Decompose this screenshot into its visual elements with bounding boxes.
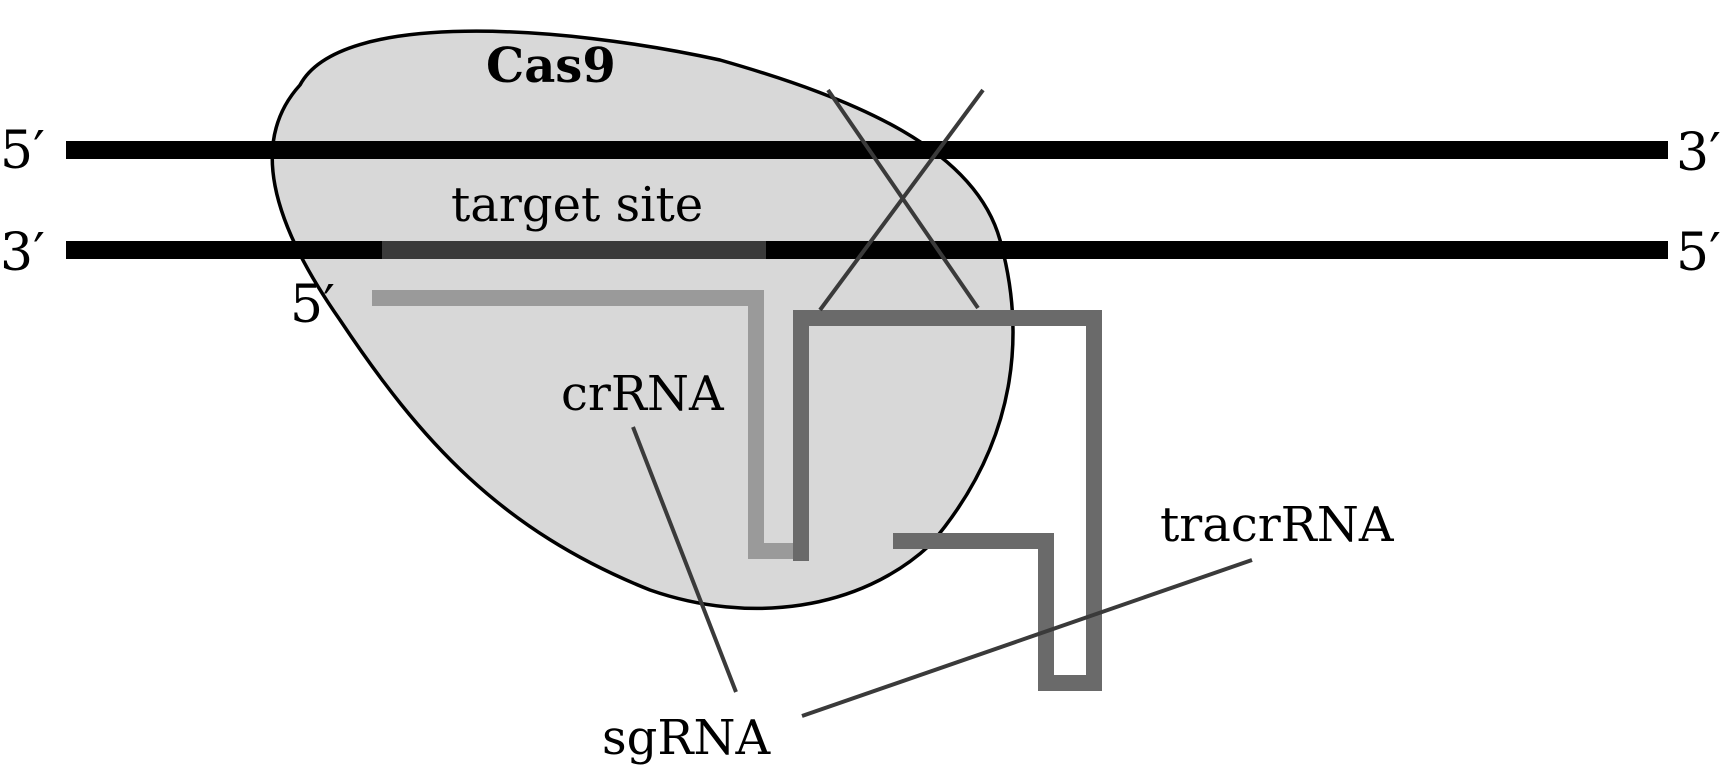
cas9-label: Cas9 [486,38,616,94]
sgRNA-label: sgRNA [602,710,772,766]
top-left-end-label: 5′ [0,121,45,181]
cleavage-mark-line-b [818,88,985,312]
tracrRNA-strand [793,310,1102,691]
target-site-label: target site [451,177,703,233]
tracrRNA-label: tracrRNA [1160,497,1395,553]
rna-start-end-label: 5′ [290,275,335,335]
sgrna-pointer-to-crRNA [631,426,738,693]
bottom-right-end-label: 5′ [1676,223,1721,283]
crRNA-strand [372,290,800,559]
top-right-end-label: 3′ [1676,123,1721,183]
cas9-protein-blob [270,29,1015,611]
crRNA-label: crRNA [561,366,725,422]
sgrna-pointer-to-tracrRNA [801,558,1253,718]
bottom-left-end-label: 3′ [0,223,45,283]
